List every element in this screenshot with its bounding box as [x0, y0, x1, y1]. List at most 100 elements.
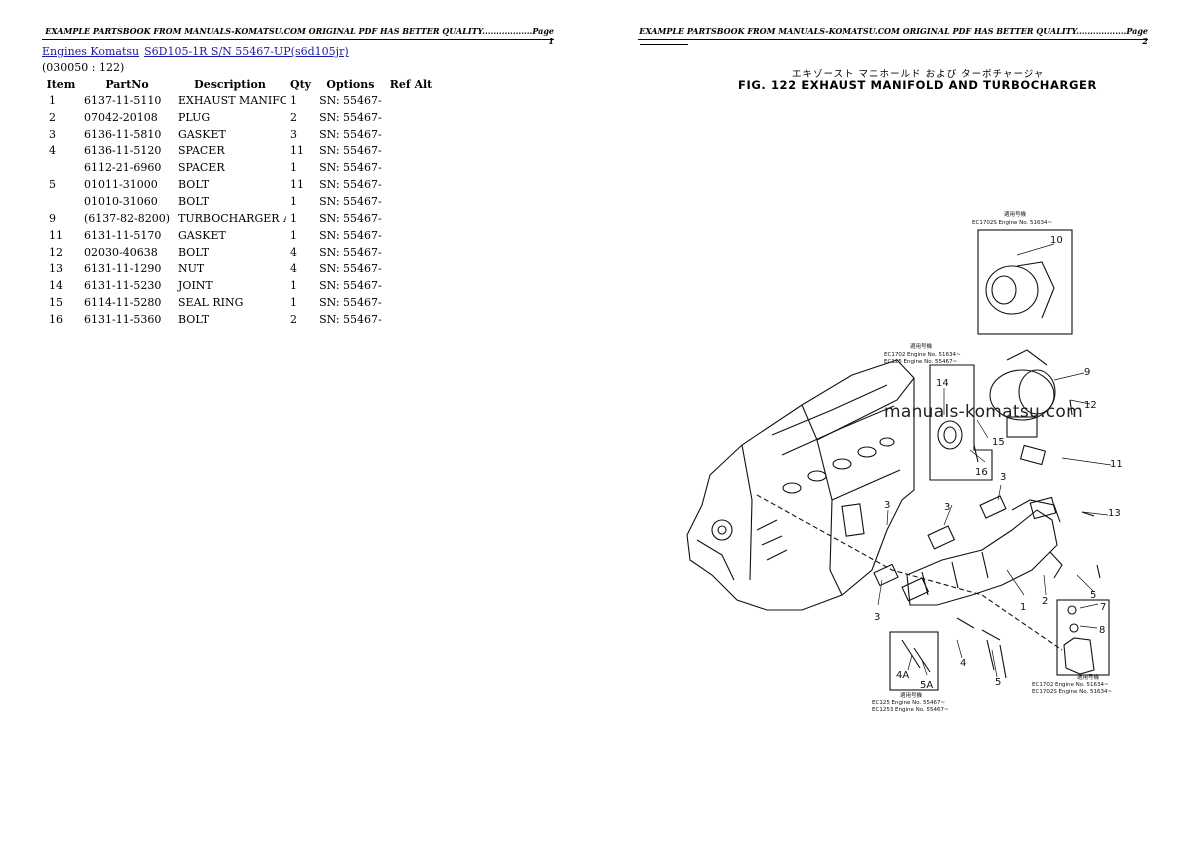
cell-partno: 6114-11-5280 — [84, 296, 162, 310]
callout-3b: 3 — [944, 502, 950, 513]
cell-description: JOINT — [178, 279, 213, 293]
cell-item — [42, 159, 80, 176]
cell-qty: 2 — [290, 110, 298, 124]
manifold-gaskets-drawing — [873, 495, 1007, 602]
cell-qty: 11 — [290, 178, 305, 192]
cell-refalt — [386, 92, 437, 109]
cell-item: 16 — [49, 312, 63, 326]
table-header-row: Item PartNo Description Qty Options Ref … — [42, 77, 436, 92]
callout-14: 14 — [936, 378, 949, 389]
cell-options: SN: 55467- — [319, 296, 382, 310]
cell-refalt — [386, 260, 437, 277]
callout-4A: 4A — [896, 670, 909, 681]
turbocharger-drawing — [989, 349, 1056, 466]
cell-item: 12 — [49, 245, 63, 259]
cell-item: 5 — [49, 178, 56, 192]
cell-description: GASKET — [178, 127, 226, 141]
callout-3a: 3 — [1000, 472, 1006, 483]
figure-title-japanese: エキゾースト マニホールド および ターボチャージャ — [792, 69, 1045, 80]
cell-options: SN: 55467- — [319, 110, 382, 124]
cell-options: SN: 55467- — [319, 178, 382, 192]
cell-description: TURBOCHARGER ASS'Y — [178, 211, 286, 225]
callout-12: 12 — [1084, 400, 1097, 411]
cell-refalt — [386, 143, 437, 160]
col-header-partno: PartNo — [105, 78, 149, 91]
cell-qty: 1 — [290, 161, 298, 175]
joint-inset — [929, 364, 993, 481]
bracket-inset — [1056, 599, 1110, 676]
figure-title: FIG. 122 EXHAUST MANIFOLD AND TURBOCHARG… — [738, 78, 1097, 92]
page-2-header-rule — [638, 39, 1148, 40]
applicability-notes: 適用号機 EC1702S Engine No. 51634~ 適用号機 EC17… — [872, 210, 1113, 713]
cell-description: PLUG — [178, 110, 211, 124]
table-row: 5 01011-31000 BOLT 11 SN: 55467- — [42, 176, 436, 193]
cell-refalt — [386, 277, 437, 294]
cell-item: 4 — [49, 144, 56, 158]
spacer-bolt-drawing — [956, 617, 1007, 679]
cell-refalt — [386, 311, 437, 328]
cell-refalt — [386, 210, 437, 227]
callout-3c: 3 — [884, 500, 890, 511]
cell-partno: 6131-11-1290 — [84, 262, 162, 276]
cell-item: 11 — [49, 228, 63, 242]
cell-qty: 1 — [290, 296, 298, 310]
note-3-line-1: EC125 Engine No. 55467~ — [872, 700, 946, 706]
cell-qty: 1 — [290, 211, 298, 225]
callout-5a: 5 — [1090, 590, 1096, 601]
exhaust-manifold-drawing — [906, 496, 1061, 606]
cell-options: SN: 55467- — [319, 194, 382, 208]
cell-refalt — [386, 193, 437, 210]
callout-2: 2 — [1042, 596, 1048, 607]
cell-description: GASKET — [178, 228, 226, 242]
note-4-title: 適用号機 — [1077, 673, 1100, 681]
note-2-title: 適用号機 — [910, 342, 933, 350]
cell-refalt — [386, 227, 437, 244]
cell-partno: 6131-11-5230 — [84, 279, 162, 293]
col-header-refalt: Ref Alt — [389, 78, 433, 91]
cell-item: 13 — [49, 262, 63, 276]
cell-qty: 4 — [290, 245, 298, 259]
cell-options: SN: 55467- — [319, 127, 382, 141]
cell-refalt — [386, 159, 437, 176]
cell-options: SN: 55467- — [319, 228, 382, 242]
cell-description: BOLT — [178, 178, 210, 192]
cell-partno: 6131-11-5360 — [84, 312, 162, 326]
cell-qty: 1 — [290, 93, 298, 107]
cell-qty: 4 — [290, 262, 298, 276]
leader-line — [756, 494, 1063, 651]
col-header-qty: Qty — [290, 78, 312, 91]
cell-options: SN: 55467- — [319, 144, 382, 158]
cell-description: SEAL RING — [178, 296, 244, 310]
callout-labels: 10 9 12 14 15 16 11 3 3 3 13 1 2 5 7 8 3… — [874, 235, 1123, 691]
callout-1: 1 — [1020, 602, 1026, 613]
cell-qty: 1 — [290, 194, 298, 208]
breadcrumb-link-model[interactable]: S6D105-1R S/N 55467-UP(s6d105jr) — [144, 45, 349, 58]
cell-partno: 01011-31000 — [84, 178, 158, 192]
cell-item — [42, 193, 80, 210]
cell-item: 1 — [49, 93, 56, 107]
breadcrumb-link-engines[interactable]: Engines Komatsu — [42, 45, 140, 58]
cell-partno: 6136-11-5810 — [84, 127, 162, 141]
cell-partno: 07042-20108 — [84, 110, 158, 124]
cell-description: BOLT — [178, 312, 210, 326]
callout-7: 7 — [1100, 602, 1106, 613]
cell-options: SN: 55467- — [319, 279, 382, 293]
cell-refalt — [386, 109, 437, 126]
watermark-text: manuals-komatsu.com — [884, 402, 1083, 422]
callout-10: 10 — [1050, 235, 1063, 246]
callout-9: 9 — [1084, 367, 1090, 378]
breadcrumb: Engines Komatsu S6D105-1R S/N 55467-UP(s6… — [42, 45, 349, 58]
callout-4: 4 — [960, 658, 966, 669]
cell-partno: 6136-11-5120 — [84, 144, 162, 158]
note-1-title: 適用号機 — [1004, 210, 1027, 218]
